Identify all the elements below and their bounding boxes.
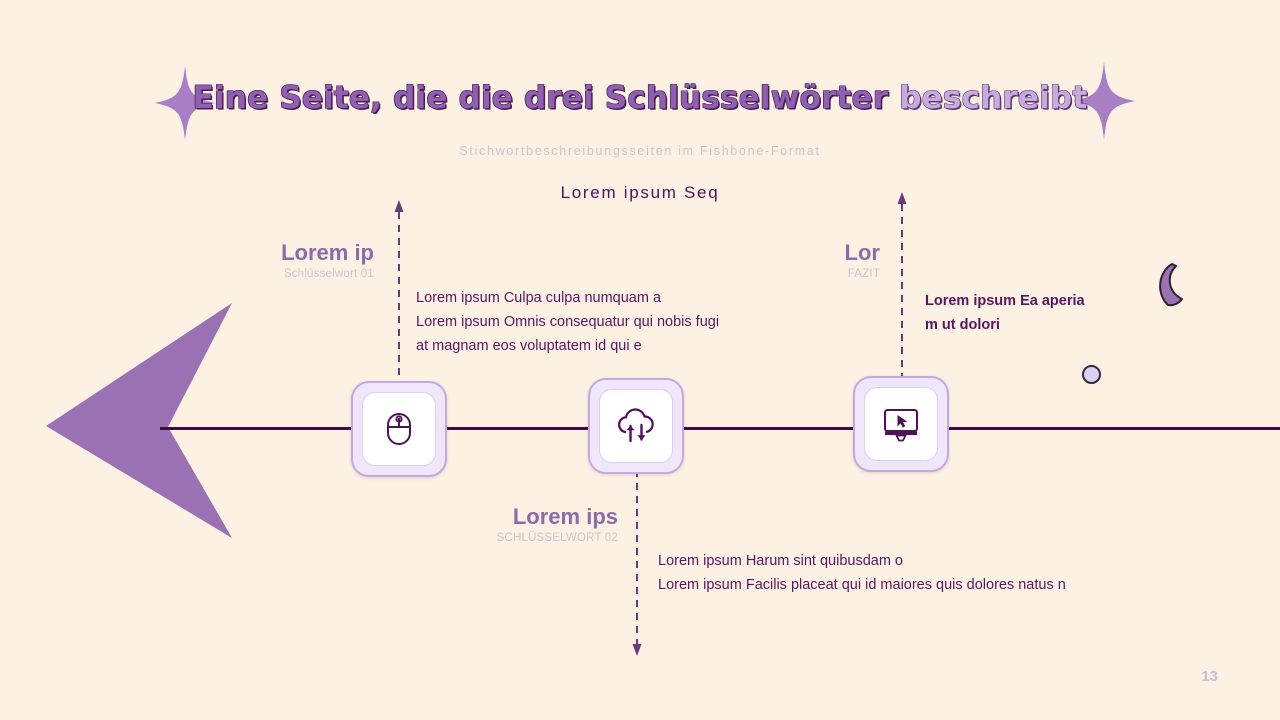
- body-text-1: Lorem ipsum Culpa culpa numquam a Lorem …: [416, 290, 720, 354]
- key-title-3: Lor: [844, 240, 880, 265]
- key-sub-1: Schlüsselwort 01: [283, 268, 374, 281]
- page-title-main: Eine Seite, die die drei Schlüsselwörter: [192, 80, 900, 116]
- node-3-icon-inner: [864, 387, 938, 461]
- key-block-1: Lorem ip Schlüsselwort 01: [168, 240, 374, 281]
- node-1-icon-inner: [362, 392, 436, 466]
- key-block-3: Lor FAZIT: [740, 240, 880, 281]
- page-number: 13: [1201, 668, 1218, 685]
- crescent-moon-shape: [1152, 262, 1186, 313]
- page-title-accent: beschreibt: [899, 80, 1088, 116]
- sequence-label: Lorem ipsum Seq: [560, 183, 720, 202]
- key-block-2: Lorem ips SCHLÜSSELWORT 02: [390, 504, 618, 545]
- fishbone-arrow-head: [36, 295, 236, 550]
- key-title-1: Lorem ip: [281, 240, 374, 265]
- key-sub-3: FAZIT: [847, 268, 880, 281]
- connector-line-node-1: [390, 198, 408, 389]
- page-subtitle: Stichwortbeschreibungsseiten im Fishbone…: [459, 144, 821, 158]
- connector-line-node-3: [893, 190, 911, 387]
- mouse-icon: [387, 413, 411, 445]
- node-3-icon-box[interactable]: [853, 376, 949, 472]
- node-2-icon-box[interactable]: [588, 378, 684, 474]
- body-text-3: Lorem ipsum Ea aperia m ut dolori: [925, 293, 1085, 333]
- node-2-icon-inner: [599, 389, 673, 463]
- key-title-2: Lorem ips: [512, 504, 618, 529]
- body-text-2: Lorem ipsum Harum sint quibusdam o Lorem…: [658, 553, 1066, 593]
- fishbone-spine: [160, 427, 1280, 430]
- sparkle-icon: [155, 66, 215, 145]
- connector-line-node-2: [628, 470, 646, 663]
- sparkle-icon: [1073, 62, 1135, 145]
- page-title: Eine Seite, die die drei Schlüsselwörter…: [0, 80, 1280, 116]
- monitor-cursor-icon: [884, 409, 918, 442]
- cloud-sync-icon: [618, 408, 654, 443]
- circle-dot-shape: [1082, 365, 1101, 384]
- key-sub-2: SCHLÜSSELWORT 02: [496, 532, 618, 545]
- node-1-icon-box[interactable]: [351, 381, 447, 477]
